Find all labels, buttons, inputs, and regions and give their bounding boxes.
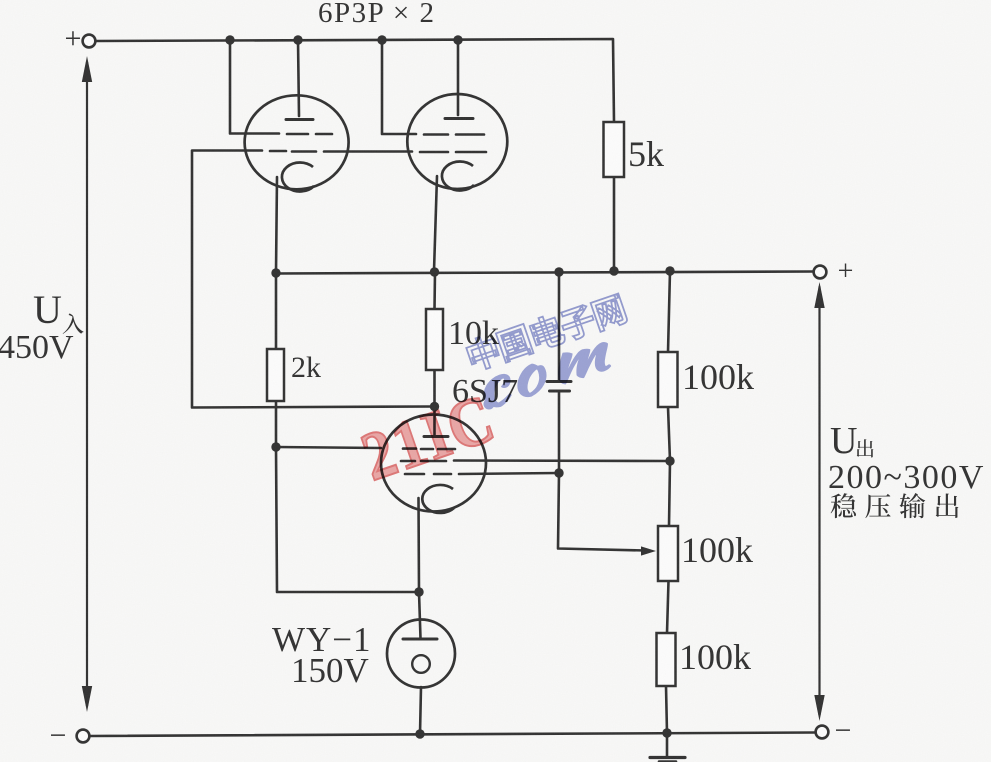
watermark-site-char-4 (589, 292, 628, 333)
watermark-site-char-3 (560, 304, 595, 341)
watermark-script-com (483, 342, 612, 408)
watermark-site-char-1 (494, 322, 535, 364)
watermark-site-char-0 (465, 335, 501, 371)
watermark-site-char-2 (528, 315, 566, 348)
